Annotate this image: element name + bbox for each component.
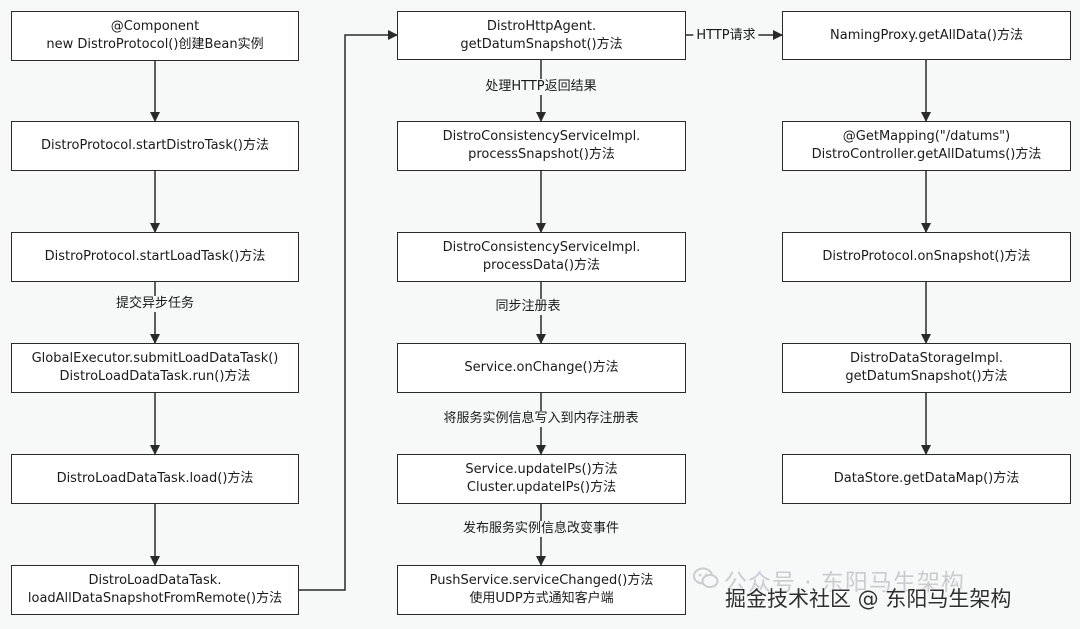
edge-label-handle-http-result: 处理HTTP返回结果 bbox=[482, 79, 600, 95]
node-naming-proxy: NamingProxy.getAllData()方法 bbox=[782, 11, 1071, 60]
node-on-snapshot: DistroProtocol.onSnapshot()方法 bbox=[782, 232, 1071, 282]
arrow-c1-to-c2 bbox=[299, 30, 398, 591]
edge-label-sync-registry: 同步注册表 bbox=[492, 299, 564, 315]
node-update-ips: Service.updateIPs()方法 Cluster.updateIPs(… bbox=[397, 454, 686, 504]
node-start-load-task: DistroProtocol.startLoadTask()方法 bbox=[11, 232, 299, 282]
edge-label-publish-change-event: 发布服务实例信息改变事件 bbox=[459, 521, 623, 537]
node-start-distro-task: DistroProtocol.startDistroTask()方法 bbox=[11, 121, 299, 171]
watermark-wechat-account: 公众号 · 东阳马生架构 bbox=[724, 570, 965, 596]
node-push-service: PushService.serviceChanged()方法 使用UDP方式通知… bbox=[397, 565, 686, 615]
node-load-data-task-load: DistroLoadDataTask.load()方法 bbox=[11, 454, 299, 504]
node-process-snapshot: DistroConsistencyServiceImpl. processSna… bbox=[397, 121, 686, 171]
node-service-on-change: Service.onChange()方法 bbox=[397, 343, 686, 393]
wechat-icon bbox=[693, 567, 719, 588]
node-load-all-snapshot: DistroLoadDataTask. loadAllDataSnapshotF… bbox=[11, 565, 299, 615]
node-http-agent: DistroHttpAgent. getDatumSnapshot()方法 bbox=[397, 11, 686, 60]
edge-label-write-instance-info: 将服务实例信息写入到内存注册表 bbox=[440, 411, 642, 427]
node-submit-load-data-task: GlobalExecutor.submitLoadDataTask() Dist… bbox=[11, 343, 299, 393]
node-component-bean: @Component new DistroProtocol()创建Bean实例 bbox=[11, 11, 299, 61]
node-storage-impl: DistroDataStorageImpl. getDatumSnapshot(… bbox=[782, 343, 1071, 393]
node-process-data: DistroConsistencyServiceImpl. processDat… bbox=[397, 232, 686, 282]
node-data-store: DataStore.getDataMap()方法 bbox=[782, 454, 1071, 504]
watermark-juejin-credit: 掘金技术社区 @ 东阳马生架构 bbox=[725, 587, 1012, 611]
edge-label-submit-async: 提交异步任务 bbox=[112, 296, 198, 312]
node-get-mapping-datums: @GetMapping("/datums") DistroController.… bbox=[782, 121, 1071, 171]
edge-label-http-request: HTTP请求 bbox=[693, 28, 759, 44]
